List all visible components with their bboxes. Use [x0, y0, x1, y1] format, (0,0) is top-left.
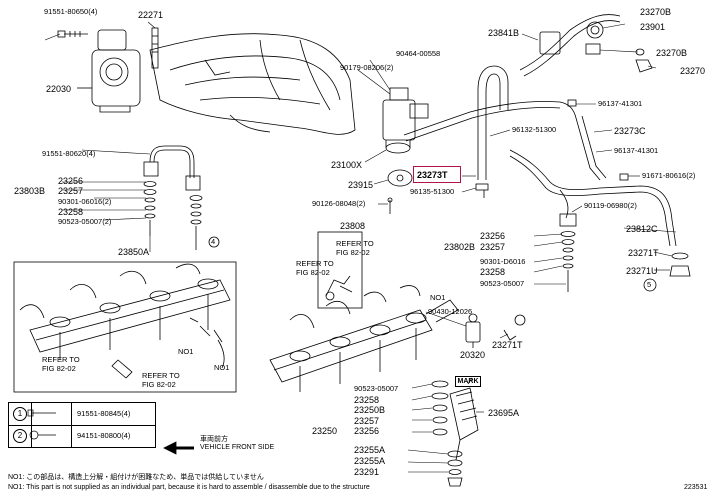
legend-number-2: 2 [13, 429, 27, 443]
label-23257-bottom: 23257 [354, 416, 380, 426]
label-23270: 23270 [680, 66, 706, 76]
label-90301-06016: 90301-06016(2) [58, 197, 112, 206]
refer-to-fig-left: REFER TO FIG 82-02 [42, 355, 80, 373]
legend-row-2: 2 94151-80800(4) [9, 425, 155, 447]
intake-manifold-drawing [149, 33, 356, 135]
note-japanese: NO1: この部品は、構造上分解・組付けが困難なため、単品では供給していません [8, 474, 264, 481]
label-96135-51300: 96135-51300 [410, 187, 455, 196]
legend-part-2: 94151-80800(4) [77, 431, 131, 440]
refer-to-fig-center: REFER TO FIG 82-02 [336, 239, 374, 257]
label-23250: 23250 [312, 426, 338, 436]
label-23291: 23291 [354, 467, 380, 477]
label-23695A: 23695A [488, 408, 520, 418]
front-direction-arrow [163, 441, 194, 455]
label-23270B: 23270B [656, 48, 688, 58]
label-20320: 20320 [460, 350, 486, 360]
label-23802B: 23802B [444, 242, 476, 252]
label-91671-80616: 91671-80616(2) [642, 171, 696, 180]
fuel-line-assembly-drawing [403, 14, 677, 292]
label-23271T: 23271T [492, 340, 523, 350]
label-23841B: 23841B [488, 28, 520, 38]
label-96132-51300: 96132-51300 [512, 125, 557, 134]
label-90464-00558: 90464-00558 [396, 49, 441, 58]
label-23258-left: 23258 [58, 207, 84, 217]
label-23258-right: 23258 [480, 267, 506, 277]
label-23257-left: 23257 [58, 186, 84, 196]
left-fuel-rail-drawing [143, 145, 220, 250]
diagram-number: 223531 [684, 484, 708, 491]
label-23256-left: 23256 [58, 176, 84, 186]
fuel-pressure-sensor-drawing [465, 313, 526, 348]
label-23271T-right: 23271T [628, 248, 659, 258]
label-23850A: 23850A [118, 247, 150, 257]
center-bracket-drawing [325, 275, 353, 301]
injector-exploded-drawing [431, 377, 479, 487]
label-90179-08206: 90179-08206(2) [340, 63, 394, 72]
label-23258-bottom: 23258 [354, 395, 380, 405]
center-detail-box [317, 231, 363, 309]
label-23250B: 23250B [354, 405, 386, 415]
left-injector-rail-drawing [19, 263, 231, 379]
label-90523-05007-right: 90523-05007 [480, 279, 525, 288]
label-23901: 23901 [640, 22, 666, 32]
label-90523-05007-bottom: 90523-05007 [354, 384, 399, 393]
label-90430-12026: 90430-12026 [428, 307, 473, 316]
clip-parts-drawing [643, 252, 691, 292]
label-23255A: 23255A [354, 445, 386, 455]
label-96137-41301-top: 96137-41301 [598, 99, 643, 108]
label-23271U: 23271U [626, 266, 658, 276]
bolt-drawing [57, 30, 88, 38]
mark-box: MARK [455, 376, 481, 387]
label-23915: 23915 [348, 180, 374, 190]
legend-row-1: 1 91551-80845(4) [9, 403, 155, 426]
note-english: NO1: This part is not supplied as an ind… [8, 484, 370, 491]
fastener-legend-table: 1 91551-80845(4) 2 94151-80800(4) [8, 402, 156, 448]
throttle-body-drawing [77, 29, 141, 113]
label-NO1-center: NO1 [430, 293, 446, 302]
label-23273C: 23273C [614, 126, 646, 136]
left-detail-box [13, 261, 237, 393]
fuel-hose-drawing [475, 65, 509, 198]
label-23808: 23808 [340, 221, 366, 231]
label-23255A-2: 23255A [354, 456, 386, 466]
highlighted-part-callout[interactable]: 23273T [413, 166, 461, 183]
label-circle-5: 5 [647, 280, 652, 289]
label-23256-bottom: 23256 [354, 426, 380, 436]
label-22271: 22271 [138, 10, 164, 20]
label-23256-right: 23256 [480, 231, 506, 241]
label-96137-41301: 96137-41301 [614, 146, 659, 155]
label-23270B-top: 23270B [640, 7, 672, 17]
label-23812C: 23812C [626, 224, 658, 234]
legend-part-1: 91551-80845(4) [77, 409, 131, 418]
label-23803B: 23803B [14, 186, 46, 196]
legend-icons [27, 409, 56, 440]
label-NO1-left: NO1 [178, 347, 194, 356]
label-22030: 22030 [46, 84, 72, 94]
label-90523-05007-left: 90523-05007(2) [58, 217, 112, 226]
label-circle-4: 4 [211, 237, 216, 246]
leader-lines [44, 21, 677, 473]
label-90301-D6016: 90301-D6016 [480, 257, 526, 266]
label-91551-80620: 91551-80620(4) [42, 149, 96, 158]
legend-number-1: 1 [13, 407, 27, 421]
label-23257-right: 23257 [480, 242, 506, 252]
label-90119-06980: 90119-06980(2) [584, 201, 637, 210]
highlighted-part-number: 23273T [417, 170, 448, 180]
vehicle-front-side-label: 車両前方 VEHICLE FRONT SIDE [200, 436, 275, 451]
right-injector-rail-drawing [269, 285, 459, 392]
label-23100X: 23100X [331, 160, 363, 170]
label-91551-80650: 91551-80650(4) [44, 7, 98, 16]
label-90126-08048: 90126-08048(2) [312, 199, 366, 208]
label-NO1-right: NO1 [214, 363, 230, 372]
refer-to-fig-left-2: REFER TO FIG 82-02 [142, 371, 180, 389]
refer-to-fig-center-2: REFER TO FIG 82-02 [296, 259, 334, 277]
